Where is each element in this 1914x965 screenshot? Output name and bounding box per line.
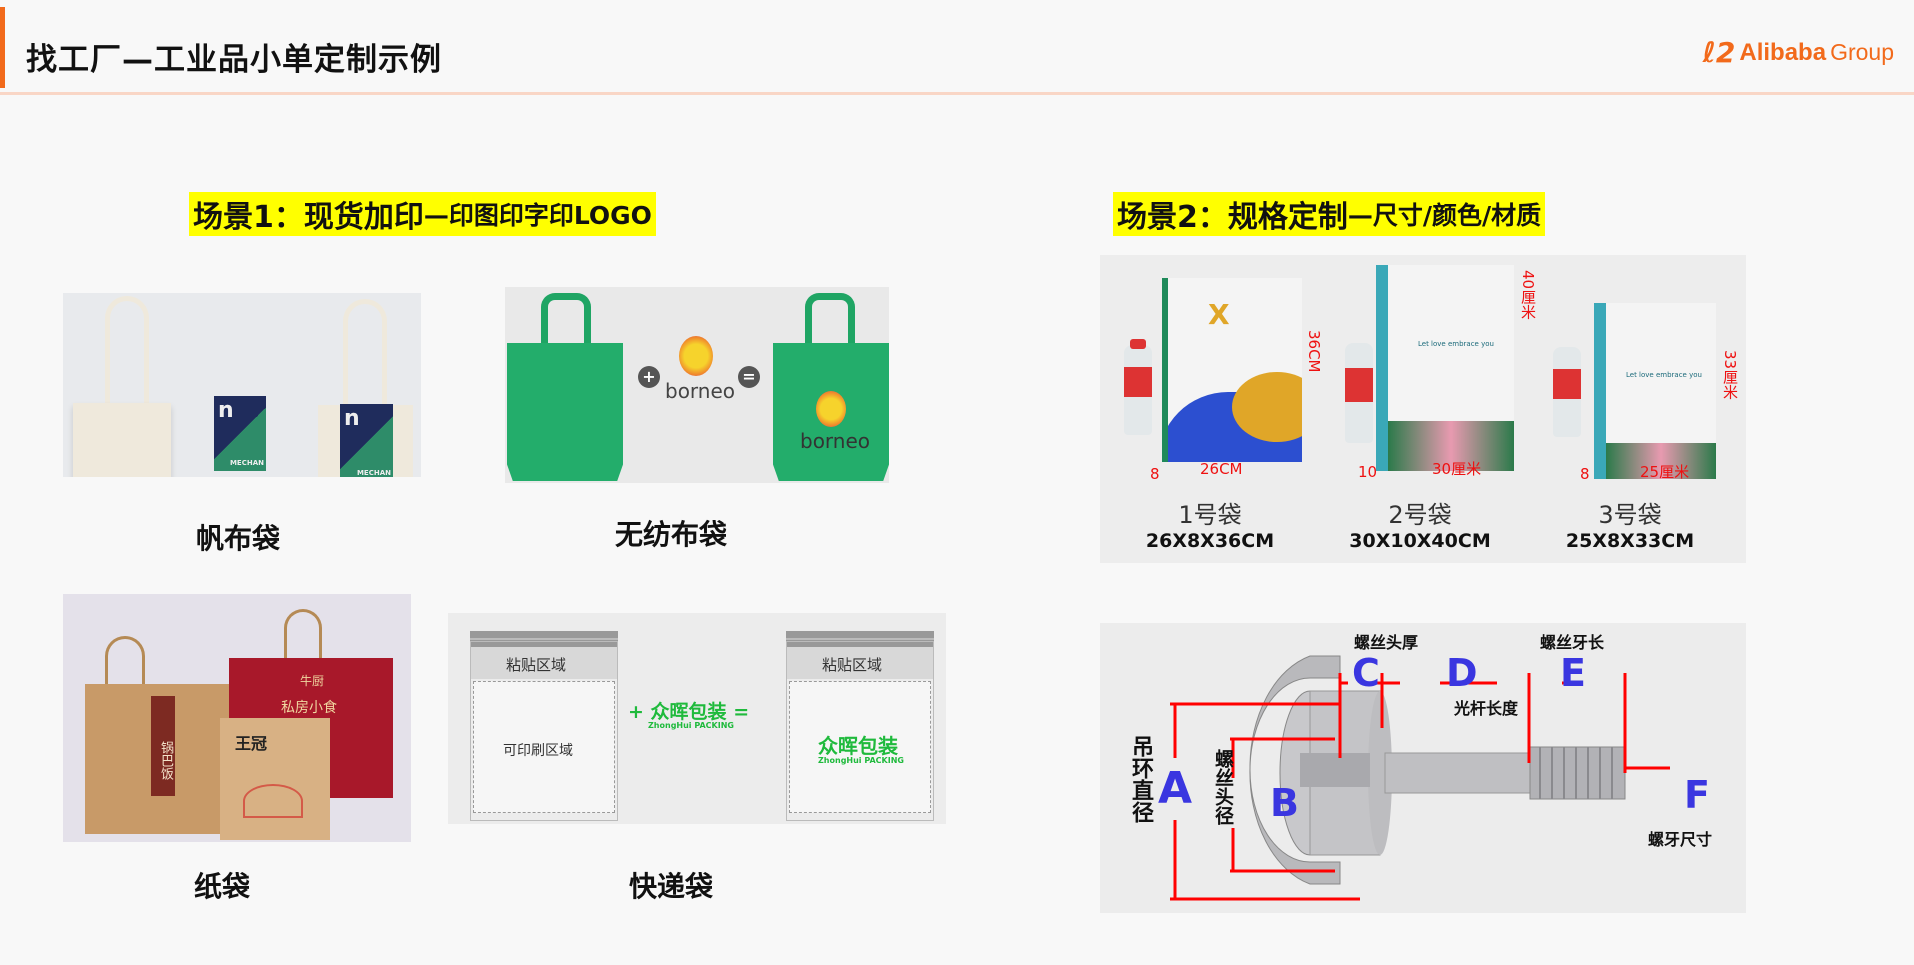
bag1-height: 36CM [1305, 330, 1323, 373]
paste-area-text: 粘贴区域 [822, 656, 883, 674]
scene1-heading-main: 场景1：现货加印 [193, 200, 424, 235]
bag2-name: 2号袋 [1388, 501, 1452, 529]
head-thickness-label: 螺丝头厚 [1354, 633, 1419, 652]
brand-text: 众晖包装 [650, 701, 727, 723]
bag-text: 私房小食 [281, 700, 337, 716]
letter-f: F [1684, 773, 1710, 817]
equals-icon: = [738, 366, 760, 388]
equals-sign: = [733, 701, 750, 723]
page-title: 找工厂—工业品小单定制示例 [26, 42, 442, 78]
scene2-heading-main: 场景2：规格定制 [1117, 200, 1348, 235]
letter-c: C [1352, 651, 1380, 695]
brand-print: 众晖包装 [818, 734, 898, 758]
borneo-logo-text: borneo [665, 379, 736, 403]
letter-d: D [1446, 651, 1478, 695]
letter-e: E [1560, 651, 1586, 695]
bag3-size: 25X8X33CM [1565, 530, 1695, 552]
label-express-bag: 快递袋 [628, 870, 714, 903]
bag-sizes-image: X Let love embrace you Let love embrace … [1100, 255, 1746, 563]
bag-text: 锅巴饭 [151, 696, 175, 796]
alibaba-swirl-icon: ℓ2 [1702, 36, 1736, 69]
thread-size-label: 螺牙尺寸 [1648, 830, 1713, 849]
paste-area-text: 粘贴区域 [506, 656, 567, 674]
scene1-heading-sub: —印图印字印LOGO [423, 201, 652, 230]
brand-en-text: ZhongHui PACKING [648, 721, 734, 730]
bag3-width: 25厘米 [1640, 463, 1690, 481]
bag1-size: 26X8X36CM [1145, 530, 1275, 552]
bag-text: 牛厨 [300, 674, 325, 688]
plus-sign: + [628, 701, 644, 723]
shank-length-label: 光杆长度 [1454, 699, 1519, 718]
head-diameter-label: 螺丝头径 [1212, 749, 1234, 825]
mechan-logo-card: n MECHAN [214, 396, 266, 471]
canvas-bag-image: n MECHAN n MECHAN [63, 293, 421, 477]
scene1-heading: 场景1：现货加印—印图印字印LOGO [189, 192, 656, 236]
bag1-name: 1号袋 [1178, 501, 1242, 529]
bag2-depth: 10 [1358, 463, 1378, 481]
logo-brand: Alibaba [1739, 38, 1827, 66]
screw-dimensions-image: 螺丝头厚 螺丝牙长 光杆长度 吊环直径 螺丝头径 螺牙尺寸 A B C D E … [1100, 623, 1746, 913]
logo-group: Group [1830, 39, 1894, 65]
mechan-logo-print: n MECHAN [340, 404, 393, 477]
borneo-flower-icon [816, 391, 846, 427]
paper-bag-image: 锅巴饭 牛厨 私房小食 王冠 [63, 594, 411, 842]
nonwoven-bag-image: + = borneo borneo [505, 287, 889, 483]
scene2-heading: 场景2：规格定制—尺寸/颜色/材质 [1113, 192, 1546, 236]
header-divider [0, 92, 1914, 95]
brand-en-print: ZhongHui PACKING [818, 756, 904, 765]
borneo-logo-print: borneo [800, 429, 871, 453]
label-canvas-bag: 帆布袋 [195, 522, 281, 555]
bag2-height: 40厘米 [1519, 270, 1537, 320]
bag2-width: 30厘米 [1432, 460, 1482, 478]
letter-b: B [1270, 781, 1299, 825]
bag3-name: 3号袋 [1598, 501, 1662, 529]
express-bag-image: 粘贴区域 可印刷区域 + 众晖包装 = ZhongHui PACKING 粘贴区… [448, 613, 946, 824]
thread-length-label: 螺丝牙长 [1540, 633, 1605, 652]
bag1-width: 26CM [1200, 460, 1243, 478]
bag-text: 王冠 [235, 734, 268, 753]
label-nonwoven-bag: 无纺布袋 [614, 518, 728, 551]
print-area-text: 可印刷区域 [503, 743, 573, 759]
plus-icon: + [638, 366, 660, 388]
alibaba-group-logo: ℓ2 Alibaba Group [1703, 36, 1894, 69]
label-paper-bag: 纸袋 [193, 870, 251, 903]
letter-a: A [1158, 763, 1193, 814]
ring-diameter-label: 吊环直径 [1128, 735, 1153, 823]
bag2-size: 30X10X40CM [1349, 530, 1491, 552]
bag3-depth: 8 [1580, 465, 1590, 483]
bag3-height: 33厘米 [1721, 350, 1739, 400]
scene2-heading-sub: —尺寸/颜色/材质 [1347, 201, 1542, 230]
accent-bar [0, 7, 5, 88]
bag1-depth: 8 [1150, 465, 1160, 483]
borneo-flower-icon [679, 336, 713, 376]
screw-diagram [1170, 655, 1670, 901]
